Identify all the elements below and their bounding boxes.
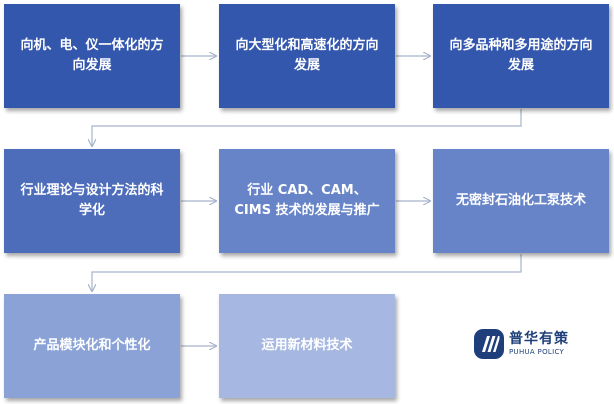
step-label-7: 产品模块化和个性化 bbox=[33, 338, 151, 353]
step-label-1: 向机、电、仪一体化的方向发展 bbox=[20, 38, 164, 73]
step-box-3: 向多品种和多用途的方向发展 bbox=[433, 4, 609, 108]
step-label-5: 行业 CAD、CAM、CIMS 技术的发展与推广 bbox=[234, 183, 380, 218]
step-label-4: 行业理论与设计方法的科学化 bbox=[20, 183, 164, 218]
puhua-logo-icon bbox=[474, 329, 504, 359]
step-label-2: 向大型化和高速化的方向发展 bbox=[235, 38, 379, 73]
step-box-4: 行业理论与设计方法的科学化 bbox=[4, 149, 180, 253]
step-box-2: 向大型化和高速化的方向发展 bbox=[219, 4, 395, 108]
step-box-7: 产品模块化和个性化 bbox=[4, 294, 180, 398]
logo-name-en: PUHUA POLICY bbox=[509, 348, 565, 356]
step-box-8: 运用新材料技术 bbox=[219, 294, 395, 398]
arrow-6-7 bbox=[92, 254, 522, 291]
step-label-3: 向多品种和多用途的方向发展 bbox=[449, 38, 593, 73]
step-label-6: 无密封石油化工泵技术 bbox=[455, 193, 586, 208]
puhua-logo: 普华有策 PUHUA POLICY bbox=[473, 328, 569, 360]
logo-name-cn: 普华有策 bbox=[509, 331, 569, 347]
arrow-3-4 bbox=[92, 109, 522, 146]
step-box-1: 向机、电、仪一体化的方向发展 bbox=[4, 4, 180, 108]
step-box-6: 无密封石油化工泵技术 bbox=[433, 149, 609, 253]
step-box-5: 行业 CAD、CAM、CIMS 技术的发展与推广 bbox=[219, 149, 395, 253]
step-label-8: 运用新材料技术 bbox=[261, 338, 353, 353]
